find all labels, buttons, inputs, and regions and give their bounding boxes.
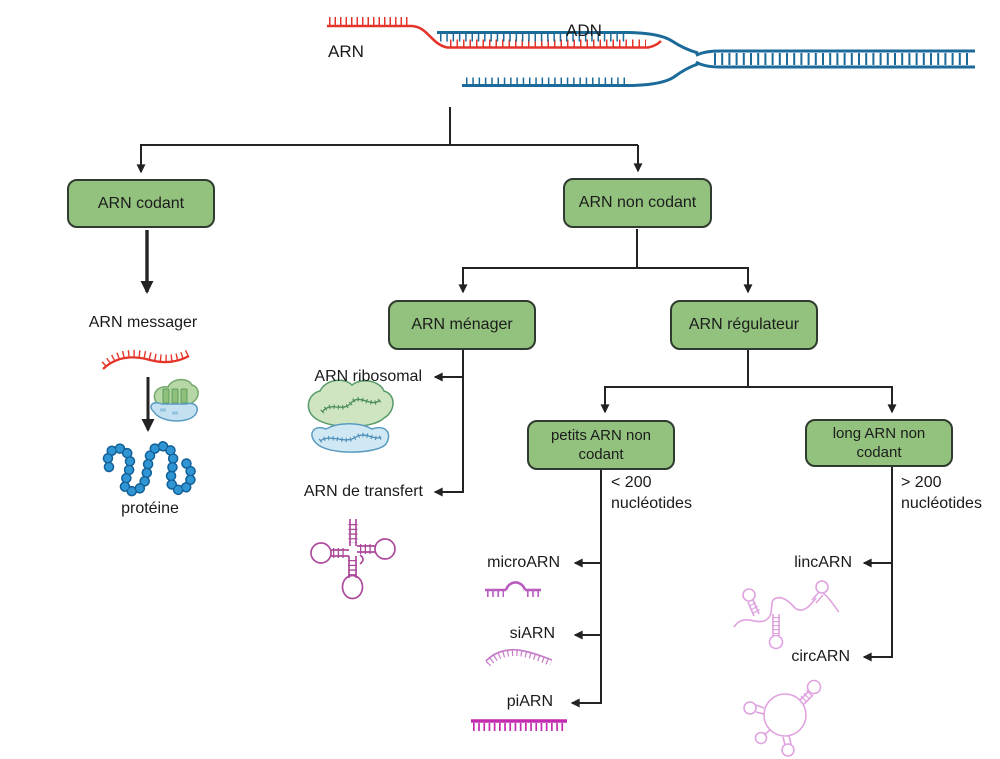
- protein-chain-icon: [102, 441, 197, 497]
- box-petits-arn-non-codant: petits ARN non codant: [527, 420, 675, 470]
- label-circ-arn: circARN: [791, 648, 850, 665]
- sirna-icon: [485, 648, 553, 667]
- note-petits-size: < 200 nucléotides: [611, 472, 692, 514]
- note-petits-size-line2: nucléotides: [611, 495, 692, 512]
- rna-dna-hybrid-icon: [327, 17, 975, 87]
- label-arn: ARN: [328, 42, 364, 61]
- box-arn-regulateur: ARN régulateur: [670, 300, 818, 350]
- label-arn-messager: ARN messager: [88, 314, 198, 331]
- label-micro-arn: microARN: [487, 554, 560, 571]
- mrna-strand-icon: [101, 348, 192, 370]
- note-long-size-line2: nucléotides: [901, 495, 982, 512]
- label-pi-arn: piARN: [506, 693, 553, 710]
- box-long-arn-non-codant: long ARN non codant: [805, 419, 953, 467]
- label-arn-ribosomal: ARN ribosomal: [314, 368, 422, 385]
- pirna-icon: [471, 719, 567, 731]
- label-proteine: protéine: [121, 500, 179, 517]
- note-long-size: > 200 nucléotides: [901, 472, 982, 514]
- label-arn-de-transfert: ARN de transfert: [303, 483, 423, 500]
- box-arn-menager: ARN ménager: [388, 300, 536, 350]
- note-long-size-line1: > 200: [901, 474, 942, 491]
- tree-connectors: [136, 107, 897, 708]
- ribosome-translation-icon: [150, 378, 199, 422]
- label-linc-arn: lincARN: [794, 554, 852, 571]
- label-adn: ADN: [566, 21, 602, 40]
- note-petits-size-line1: < 200: [611, 474, 652, 491]
- lincrna-icon: [733, 580, 840, 650]
- ribosome-icon: [307, 379, 394, 453]
- circrna-icon: [743, 679, 822, 757]
- microrna-icon: [485, 581, 541, 597]
- box-arn-non-codant: ARN non codant: [563, 178, 712, 228]
- label-si-arn: siARN: [509, 625, 555, 642]
- box-arn-codant: ARN codant: [67, 179, 215, 228]
- trna-cloverleaf-icon: [310, 519, 396, 600]
